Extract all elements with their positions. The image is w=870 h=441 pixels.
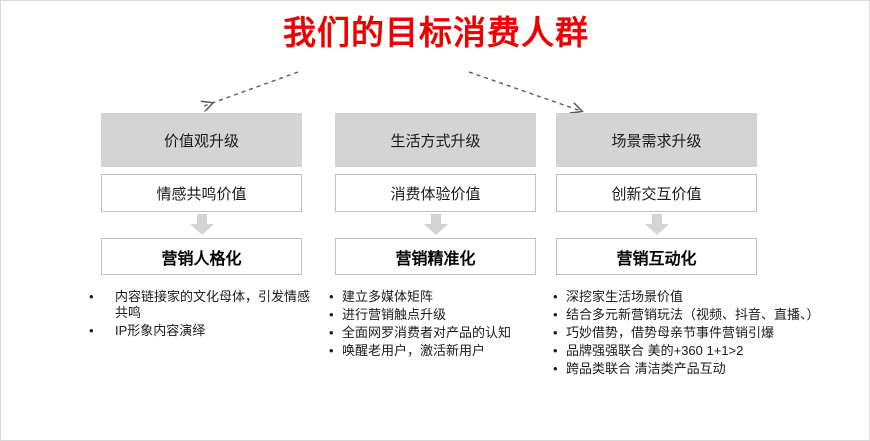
list-item: • 内容链接家的文化母体，引发情感共鸣 [89, 289, 319, 321]
list-item-label: 建立多媒体矩阵 [342, 289, 434, 304]
list-item-label: 内容链接家的文化母体，引发情感共鸣 [115, 289, 311, 320]
list-item-label: 唤醒老用户，激活新用户 [342, 343, 486, 358]
bullet-marker-icon: • [89, 289, 94, 304]
list-item-label: IP形象内容演绎 [115, 323, 206, 338]
list-item: • 建立多媒体矩阵 [329, 289, 544, 305]
column-result-box[interactable]: 营销互动化 [556, 238, 757, 275]
page-title: 我们的目标消费人群 [283, 14, 589, 51]
list-item-label: 结合多元新营销玩法（视频、抖音、直播、） [566, 307, 820, 322]
column-value-upgrade: 价值观升级 情感共鸣价值 营销人格化 [101, 113, 302, 275]
column-subtitle-box[interactable]: 消费体验价值 [335, 174, 536, 212]
bullet-marker-icon: • [329, 289, 334, 304]
list-item: • 深挖家生活场景价值 [553, 289, 843, 305]
list-item: • 结合多元新营销玩法（视频、抖音、直播、） [553, 307, 843, 323]
list-item: • 全面网罗消费者对产品的认知 [329, 325, 544, 341]
list-item: • 品牌强强联合 美的+360 1+1>2 [553, 343, 843, 359]
down-arrow-icon [335, 212, 536, 238]
column-result-box[interactable]: 营销人格化 [101, 238, 302, 275]
column-header-box[interactable]: 场景需求升级 [556, 113, 757, 167]
bullet-marker-icon: • [89, 323, 94, 338]
bullet-marker-icon: • [553, 325, 558, 340]
column-scenario-upgrade: 场景需求升级 创新交互价值 营销互动化 [556, 113, 757, 275]
column-result-box[interactable]: 营销精准化 [335, 238, 536, 275]
bullet-marker-icon: • [553, 361, 558, 376]
list-item: • 巧妙借势，借势母亲节事件营销引爆 [553, 325, 843, 341]
list-item-label: 深挖家生活场景价值 [566, 289, 684, 304]
bullet-marker-icon: • [329, 343, 334, 358]
bullet-marker-icon: • [553, 307, 558, 322]
down-arrow-icon [556, 212, 757, 238]
dashed-arrow-right-icon [468, 71, 581, 111]
list-item: • 进行营销触点升级 [329, 307, 544, 323]
list-item-label: 跨品类联合 清洁类产品互动 [566, 361, 726, 376]
bullet-marker-icon: • [329, 325, 334, 340]
list-item: • 唤醒老用户，激活新用户 [329, 343, 544, 359]
bullet-marker-icon: • [553, 343, 558, 358]
bullet-list-column-0: • 内容链接家的文化母体，引发情感共鸣 • IP形象内容演绎 [89, 289, 319, 341]
column-header-box[interactable]: 生活方式升级 [335, 113, 536, 167]
bullet-marker-icon: • [553, 289, 558, 304]
down-arrow-icon [101, 212, 302, 238]
column-lifestyle-upgrade: 生活方式升级 消费体验价值 营销精准化 [335, 113, 536, 275]
list-item: • 跨品类联合 清洁类产品互动 [553, 361, 843, 377]
column-header-box[interactable]: 价值观升级 [101, 113, 302, 167]
bullet-list-column-2: • 深挖家生活场景价值 • 结合多元新营销玩法（视频、抖音、直播、） • 巧妙借势，借势母… [553, 289, 843, 379]
bullet-marker-icon: • [329, 307, 334, 322]
list-item-label: 全面网罗消费者对产品的认知 [342, 325, 512, 340]
dashed-arrow-left-icon [204, 71, 299, 106]
column-subtitle-box[interactable]: 情感共鸣价值 [101, 174, 302, 212]
list-item-label: 品牌强强联合 美的+360 1+1>2 [566, 343, 744, 358]
list-item-label: 进行营销触点升级 [342, 307, 447, 322]
list-item-label: 巧妙借势，借势母亲节事件营销引爆 [566, 325, 775, 340]
bullet-list-column-1: • 建立多媒体矩阵 • 进行营销触点升级 • 全面网罗消费者对产品的认知 • 唤醒老用户，激活… [329, 289, 544, 361]
list-item: • IP形象内容演绎 [89, 323, 319, 339]
column-subtitle-box[interactable]: 创新交互价值 [556, 174, 757, 212]
